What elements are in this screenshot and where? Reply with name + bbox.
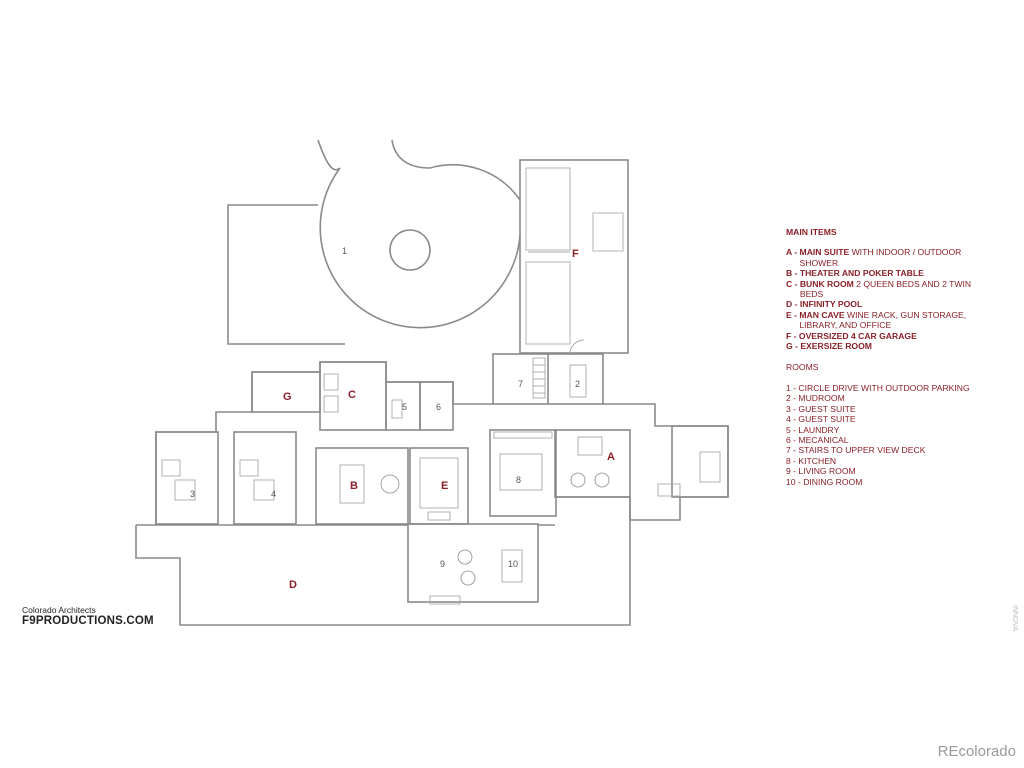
legend-item-name: EXERSIZE ROOM <box>800 341 872 352</box>
legend-room: 7 - STAIRS TO UPPER VIEW DECK <box>786 445 926 456</box>
credit-line-2: F9PRODUCTIONS.COM <box>22 615 154 627</box>
legend-room: 1 - CIRCLE DRIVE WITH OUTDOOR PARKING <box>786 382 970 393</box>
label-room-10: 10 <box>508 559 518 569</box>
legend-room: 8 - KITCHEN <box>786 455 837 466</box>
parking-pad <box>227 204 345 345</box>
legend-item-name: OVERSIZED 4 CAR GARAGE <box>798 330 917 341</box>
legend-rooms-title: ROOMS <box>786 362 819 373</box>
mudroom-stairs <box>492 339 604 405</box>
legend-room: 4 - GUEST SUITE <box>786 414 856 425</box>
legend: MAIN ITEMS A - MAIN SUITE WITH INDOOR / … <box>786 227 976 487</box>
legend-item-code: D - <box>786 299 800 310</box>
legend-item-code: F - <box>786 330 799 341</box>
legend-room: 5 - LAUNDRY <box>786 424 840 435</box>
legend-item-code: C - <box>786 278 800 289</box>
legend-room: 3 - GUEST SUITE <box>786 403 856 414</box>
legend-main-items-title: MAIN ITEMS <box>786 227 837 237</box>
legend-item-name: MAIN SUITE <box>799 247 850 258</box>
label-room-1: 1 <box>342 246 347 256</box>
label-c: C <box>348 389 356 401</box>
legend-item: D - INFINITY POOL <box>786 299 976 309</box>
legend-item-code: A - <box>786 247 800 258</box>
recolorado-watermark: REcolorado <box>937 743 1016 760</box>
legend-item-desc: 2 QUEEN BEDS AND 2 TWIN BEDS <box>799 278 972 300</box>
label-g: G <box>283 391 292 403</box>
legend-item: C - BUNK ROOM 2 QUEEN BEDS AND 2 TWIN BE… <box>786 279 976 300</box>
terrace-pool-d <box>135 497 631 626</box>
legend-room: 6 - MECANICAL <box>786 434 849 445</box>
legend-item: G - EXERSIZE ROOM <box>786 341 976 351</box>
legend-room: 2 - MUDROOM <box>786 393 845 404</box>
legend-rooms: 1 - CIRCLE DRIVE WITH OUTDOOR PARKING 2 … <box>786 383 976 487</box>
label-room-2: 2 <box>575 379 580 389</box>
legend-item-name: BUNK ROOM <box>799 278 854 289</box>
label-f: F <box>572 248 579 260</box>
legend-item: E - MAN CAVE WINE RACK, GUN STORAGE, LIB… <box>786 310 976 331</box>
legend-item-code: E - <box>786 309 800 320</box>
label-b: B <box>350 480 358 492</box>
main-house <box>155 361 729 605</box>
credit-line-1: Colorado Architects <box>22 605 96 615</box>
label-room-9: 9 <box>440 559 445 569</box>
legend-item: F - OVERSIZED 4 CAR GARAGE <box>786 331 976 341</box>
legend-item-name: MAN CAVE <box>799 309 845 320</box>
legend-item-code: B - <box>786 268 800 279</box>
label-room-3: 3 <box>190 489 195 499</box>
legend-item-desc: WITH INDOOR / OUTDOOR SHOWER <box>799 247 962 268</box>
legend-room: 9 - LIVING ROOM <box>786 466 856 477</box>
label-room-5: 5 <box>402 402 407 412</box>
circle-drive <box>317 139 521 329</box>
legend-item-desc: WINE RACK, GUN STORAGE, LIBRARY, AND OFF… <box>799 309 967 331</box>
label-d: D <box>289 579 297 591</box>
label-room-6: 6 <box>436 402 441 412</box>
legend-item-name: INFINITY POOL <box>799 299 863 310</box>
garage-f <box>519 159 629 354</box>
legend-item: B - THEATER AND POKER TABLE <box>786 268 976 278</box>
legend-item: A - MAIN SUITE WITH INDOOR / OUTDOOR SHO… <box>786 247 976 268</box>
side-watermark: INNOVA <box>1011 605 1018 632</box>
label-room-4: 4 <box>271 489 276 499</box>
label-room-7: 7 <box>518 379 523 389</box>
legend-room: 10 - DINING ROOM <box>786 476 863 487</box>
label-room-8: 8 <box>516 475 521 485</box>
label-a: A <box>607 451 615 463</box>
legend-item-code: G - <box>786 341 801 352</box>
architect-credit: Colorado Architects F9PRODUCTIONS.COM <box>22 605 154 627</box>
legend-item-name: THEATER AND POKER TABLE <box>799 268 924 279</box>
legend-main-items: A - MAIN SUITE WITH INDOOR / OUTDOOR SHO… <box>786 247 976 351</box>
label-e: E <box>441 480 448 492</box>
